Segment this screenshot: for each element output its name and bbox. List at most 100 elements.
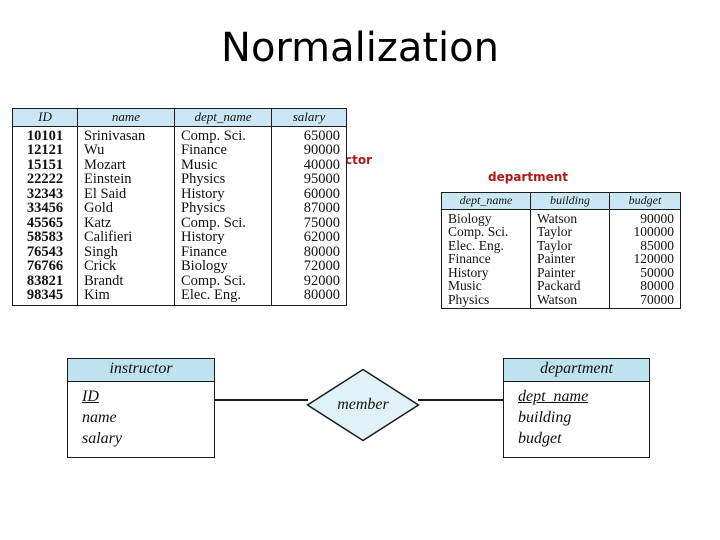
cell-salary: 87000 xyxy=(271,201,347,216)
cell-building: Taylor xyxy=(530,225,610,239)
cell-budget: 70000 xyxy=(609,292,681,309)
er-diagram: instructor ID name salary member departm… xyxy=(0,340,720,490)
cell-id: 10101 xyxy=(12,126,78,144)
er-attribute-building: building xyxy=(518,408,572,426)
page-title: Normalization xyxy=(221,25,499,71)
cell-budget: 80000 xyxy=(609,279,681,293)
cell-building: Packard xyxy=(530,279,610,293)
column-header-name: name xyxy=(77,108,175,127)
cell-id: 33456 xyxy=(12,201,78,216)
cell-salary: 65000 xyxy=(271,126,347,144)
er-attribute-budget: budget xyxy=(518,430,562,448)
cell-name: Einstein xyxy=(77,172,175,187)
er-entity-department-title: department xyxy=(504,359,649,382)
er-attribute-id: ID xyxy=(82,387,99,405)
er-relationship-member[interactable]: member xyxy=(306,368,420,442)
cell-name: Katz xyxy=(77,216,175,231)
cell-salary: 72000 xyxy=(271,259,347,274)
cell-name: Srinivasan xyxy=(77,126,175,144)
cell-id: 58583 xyxy=(12,230,78,245)
cell-dept-name: Comp. Sci. xyxy=(174,216,272,231)
cell-dept-name: Finance xyxy=(174,245,272,260)
cell-id: 98345 xyxy=(12,288,78,306)
er-connector-line-left xyxy=(215,399,308,401)
cell-dept-name: Finance xyxy=(174,143,272,158)
cell-salary: 80000 xyxy=(271,245,347,260)
cell-salary: 95000 xyxy=(271,172,347,187)
table-header-row: ID name dept_name salary xyxy=(12,108,347,127)
cell-dept-name: History xyxy=(441,266,531,280)
cell-id: 45565 xyxy=(12,216,78,231)
cell-id: 76543 xyxy=(12,245,78,260)
cell-name: Brandt xyxy=(77,274,175,289)
column-header-dept-name: dept_name xyxy=(174,108,272,127)
cell-building: Watson xyxy=(530,209,610,226)
er-entity-department[interactable]: department dept_name building budget xyxy=(503,358,650,458)
cell-salary: 75000 xyxy=(271,216,347,231)
cell-name: Gold xyxy=(77,201,175,216)
cell-id: 12121 xyxy=(12,143,78,158)
cell-dept-name: Physics xyxy=(174,172,272,187)
er-attribute-name: name xyxy=(82,408,117,426)
cell-salary: 60000 xyxy=(271,187,347,202)
cell-dept-name: History xyxy=(174,187,272,202)
cell-name: Singh xyxy=(77,245,175,260)
cell-name: Crick xyxy=(77,259,175,274)
cell-id: 15151 xyxy=(12,158,78,173)
column-header-budget: budget xyxy=(609,192,681,210)
cell-salary: 40000 xyxy=(271,158,347,173)
column-header-salary: salary xyxy=(271,108,347,127)
cell-dept-name: Comp. Sci. xyxy=(441,225,531,239)
cell-budget: 100000 xyxy=(609,225,681,239)
cell-dept-name: Physics xyxy=(441,292,531,309)
column-header-building: building xyxy=(530,192,610,210)
cell-dept-name: Music xyxy=(174,158,272,173)
cell-salary: 90000 xyxy=(271,143,347,158)
cell-salary: 92000 xyxy=(271,274,347,289)
cell-name: Wu xyxy=(77,143,175,158)
er-entity-instructor-attributes: ID name salary xyxy=(68,382,214,455)
department-relation-caption: department xyxy=(488,170,568,184)
cell-id: 83821 xyxy=(12,274,78,289)
er-connector-line-right xyxy=(418,399,504,401)
cell-dept-name: Music xyxy=(441,279,531,293)
er-attribute-dept-name: dept_name xyxy=(518,387,589,405)
cell-id: 32343 xyxy=(12,187,78,202)
cell-dept-name: History xyxy=(174,230,272,245)
cell-id: 22222 xyxy=(12,172,78,187)
table-header-row: dept_name building budget xyxy=(441,192,681,210)
er-entity-department-attributes: dept_name building budget xyxy=(504,382,649,455)
cell-dept-name: Finance xyxy=(441,252,531,266)
cell-name: Kim xyxy=(77,288,175,306)
er-entity-instructor[interactable]: instructor ID name salary xyxy=(67,358,215,458)
cell-building: Watson xyxy=(530,292,610,309)
column-header-id: ID xyxy=(12,108,78,127)
cell-budget: 120000 xyxy=(609,252,681,266)
cell-name: El Said xyxy=(77,187,175,202)
cell-dept-name: Physics xyxy=(174,201,272,216)
cell-salary: 80000 xyxy=(271,288,347,306)
cell-salary: 62000 xyxy=(271,230,347,245)
cell-budget: 85000 xyxy=(609,239,681,253)
cell-dept-name: Biology xyxy=(441,209,531,226)
diamond-shape-icon xyxy=(306,368,420,442)
